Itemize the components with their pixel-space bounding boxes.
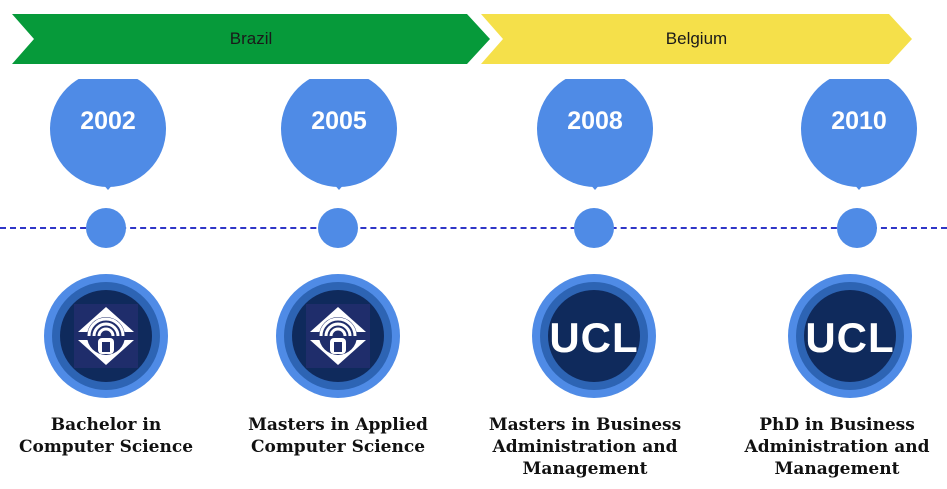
- degree-title: Bachelor in Computer Science: [0, 414, 216, 458]
- band-label-belgium: Belgium: [665, 29, 728, 48]
- timeline-line: [0, 227, 947, 229]
- degree-line: Bachelor in: [50, 415, 162, 435]
- logo-text: UCL: [549, 314, 639, 361]
- university-emblem-icon: [306, 304, 370, 368]
- belgium-arrow-shape: [481, 14, 912, 64]
- degree-title: Masters in Business Administration and M…: [475, 414, 695, 480]
- country-band-brazil: Brazil: [12, 14, 490, 64]
- year-label: 2010: [831, 107, 887, 135]
- degree-line: Computer Science: [250, 437, 426, 457]
- degree-line: Masters in Business: [488, 415, 682, 435]
- university-logo: UCL: [532, 274, 656, 398]
- degree-line: Administration and: [492, 437, 678, 457]
- year-label: 2002: [80, 107, 136, 135]
- degree-line: Administration and: [744, 437, 930, 457]
- degree-title: Masters in Applied Computer Science: [228, 414, 448, 458]
- year-bubble: 2002: [50, 79, 166, 191]
- degree-title: PhD in Business Administration and Manag…: [727, 414, 947, 480]
- brazil-arrow-shape: [12, 14, 490, 64]
- degree-line: PhD in Business: [759, 415, 915, 435]
- logo-text: UCL: [805, 314, 895, 361]
- timeline-node: [574, 208, 614, 248]
- university-logo: [44, 274, 168, 398]
- band-label-brazil: Brazil: [229, 29, 273, 48]
- timeline-node: [837, 208, 877, 248]
- university-emblem-icon: [74, 304, 138, 368]
- year-label: 2005: [311, 107, 367, 135]
- country-band-belgium: Belgium: [481, 14, 912, 64]
- year-bubble: 2010: [801, 79, 917, 191]
- degree-line: Masters in Applied: [248, 415, 428, 435]
- university-logo: [276, 274, 400, 398]
- degree-line: Management: [774, 459, 900, 479]
- year-label: 2008: [567, 107, 623, 135]
- timeline-node: [86, 208, 126, 248]
- year-bubble: 2008: [537, 79, 653, 191]
- degree-line: Management: [522, 459, 648, 479]
- degree-line: Computer Science: [18, 437, 194, 457]
- year-bubble: 2005: [281, 79, 397, 191]
- university-logo: UCL: [788, 274, 912, 398]
- timeline-node: [318, 208, 358, 248]
